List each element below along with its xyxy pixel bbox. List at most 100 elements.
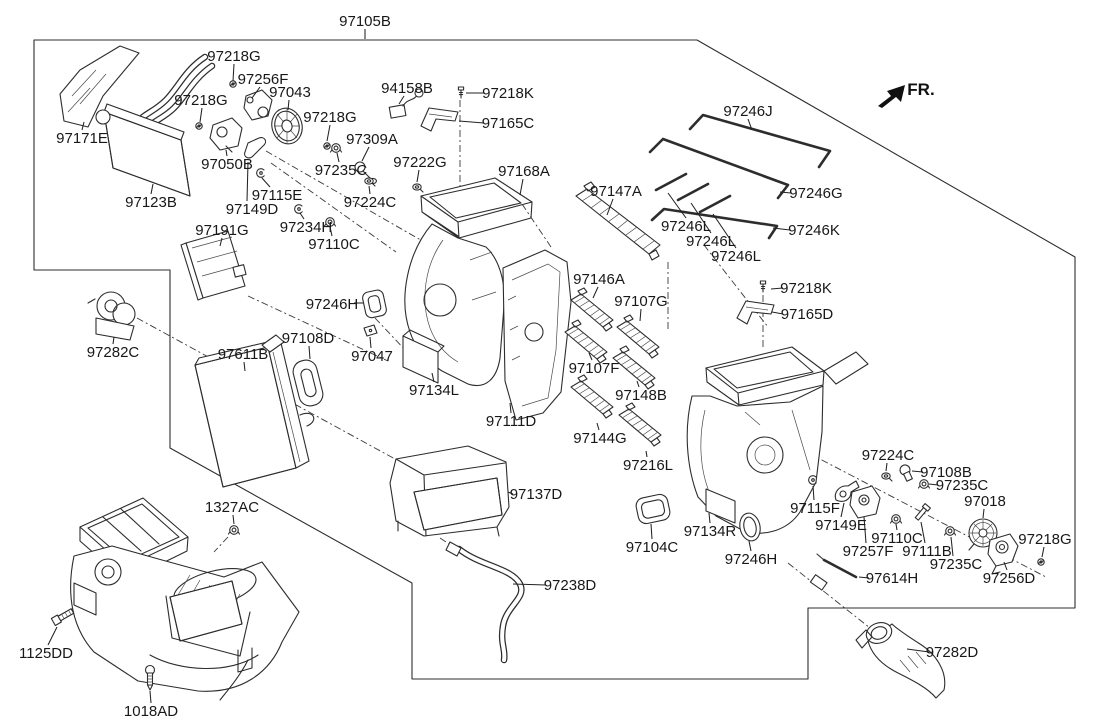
part-number-text[interactable]: 97047 — [351, 348, 393, 365]
part-number-text[interactable]: 97218K — [780, 280, 832, 297]
part-label-97123B[interactable]: 97123B — [125, 183, 177, 211]
part-number-text[interactable]: 97108D — [282, 330, 335, 347]
part-label-97246G[interactable]: 97246G — [779, 185, 843, 202]
part-label-97218G[interactable]: 97218G — [1018, 531, 1072, 558]
part-number-text[interactable]: 97224C — [344, 194, 397, 211]
part-number-text[interactable]: 1327AC — [205, 499, 259, 516]
part-number-text[interactable]: 97123B — [125, 194, 177, 211]
part-number-text[interactable]: 97111D — [486, 413, 536, 430]
part-number-text[interactable]: 97222G — [393, 154, 446, 171]
part-number-text[interactable]: 97234H — [280, 219, 333, 236]
part-label-97256D[interactable]: 97256D — [983, 561, 1036, 587]
part-label-97134L[interactable]: 97134L — [409, 372, 459, 399]
part-number-text[interactable]: 97282D — [926, 644, 979, 661]
part-number-text[interactable]: 97137D — [510, 486, 563, 503]
part-number-text[interactable]: 97111B — [902, 543, 952, 560]
part-number-text[interactable]: 97115E — [252, 187, 303, 204]
part-label-97050B[interactable]: 97050B — [201, 149, 253, 173]
part-label-97218K[interactable]: 97218K — [770, 280, 832, 297]
part-number-text[interactable]: 97246L — [686, 233, 736, 250]
part-number-text[interactable]: 97611B — [218, 346, 269, 363]
part-number-text[interactable]: 97218K — [482, 85, 534, 102]
part-number-text[interactable]: 97149D — [226, 201, 279, 218]
part-label-97246K[interactable]: 97246K — [772, 222, 840, 239]
part-label-97218G[interactable]: 97218G — [174, 92, 228, 123]
part-label-97282D[interactable]: 97282D — [906, 644, 979, 661]
part-label-97149D[interactable]: 97149D — [226, 161, 279, 218]
part-number-text[interactable]: 94158B — [381, 80, 433, 97]
part-label-97111B[interactable]: 97111B — [902, 521, 952, 560]
part-label-97246L[interactable]: 97246L — [661, 192, 711, 235]
part-number-text[interactable]: 97107G — [614, 293, 667, 310]
part-number-text[interactable]: 97235C — [315, 162, 368, 179]
part-number-text[interactable]: 97246H — [725, 551, 778, 568]
part-number-text[interactable]: 97149E — [815, 517, 867, 534]
part-number-text[interactable]: 97050B — [201, 156, 253, 173]
part-label-97224C[interactable]: 97224C — [862, 447, 915, 472]
part-number-text[interactable]: 97104C — [626, 539, 679, 556]
part-label-97246H[interactable]: 97246H — [725, 540, 778, 568]
part-label-97611B[interactable]: 97611B — [218, 346, 269, 372]
part-label-97614H[interactable]: 97614H — [858, 570, 919, 587]
part-label-97148B[interactable]: 97148B — [615, 380, 667, 404]
part-number-text[interactable]: 97614H — [866, 570, 919, 587]
part-label-97218G[interactable]: 97218G — [303, 109, 357, 142]
part-label-97107F[interactable]: 97107F — [569, 352, 620, 377]
part-label-97235C[interactable]: 97235C — [930, 536, 983, 573]
part-label-97018[interactable]: 97018 — [964, 493, 1006, 519]
part-number-text[interactable]: 97216L — [623, 457, 673, 474]
part-label-97234H[interactable]: 97234H — [280, 212, 333, 236]
part-label-97147A[interactable]: 97147A — [590, 183, 642, 216]
part-label-97137D[interactable]: 97137D — [507, 486, 563, 503]
part-label-1327AC[interactable]: 1327AC — [205, 499, 259, 525]
part-number-text[interactable]: 97146A — [573, 271, 625, 288]
part-number-text[interactable]: 97235C — [936, 477, 989, 494]
part-number-text[interactable]: 1125DD — [19, 645, 73, 662]
part-number-text[interactable]: 97134L — [409, 382, 459, 399]
part-label-97282C[interactable]: 97282C — [87, 336, 140, 361]
part-label-97110C[interactable]: 97110C — [871, 523, 923, 547]
part-label-97107G[interactable]: 97107G — [614, 293, 668, 322]
part-number-text[interactable]: 97256F — [238, 71, 289, 88]
part-number-text[interactable]: 97105B — [339, 13, 391, 30]
part-number-text[interactable]: 97235C — [930, 556, 983, 573]
part-label-97224C[interactable]: 97224C — [344, 185, 397, 211]
part-number-text[interactable]: 97144G — [573, 430, 626, 447]
part-label-97218G[interactable]: 97218G — [207, 48, 261, 82]
part-number-text[interactable]: 97246G — [789, 185, 842, 202]
part-number-text[interactable]: 97256D — [983, 570, 1036, 587]
part-label-97149E[interactable]: 97149E — [815, 502, 867, 534]
part-number-text[interactable]: 97218G — [174, 92, 227, 109]
part-label-97257F[interactable]: 97257F — [843, 516, 894, 560]
part-label-97111D[interactable]: 97111D — [486, 402, 536, 430]
part-label-97238D[interactable]: 97238D — [512, 577, 596, 594]
part-number-text[interactable]: 97043 — [269, 84, 311, 101]
part-label-97222G[interactable]: 97222G — [393, 154, 447, 183]
part-label-97108D[interactable]: 97108D — [282, 330, 335, 360]
part-label-1125DD[interactable]: 1125DD — [19, 626, 73, 662]
part-label-97047[interactable]: 97047 — [351, 336, 393, 365]
part-number-text[interactable]: 97165C — [482, 115, 535, 132]
part-number-text[interactable]: 97148B — [615, 387, 667, 404]
part-label-97134R[interactable]: 97134R — [684, 512, 737, 540]
part-label-97256F[interactable]: 97256F — [238, 71, 289, 99]
part-number-text[interactable]: 97224C — [862, 447, 915, 464]
part-label-97235C[interactable]: 97235C — [928, 477, 989, 494]
part-label-97115E[interactable]: 97115E — [252, 177, 303, 204]
part-label-97168A[interactable]: 97168A — [498, 163, 550, 196]
part-label-97165C[interactable]: 97165C — [458, 115, 535, 132]
part-number-text[interactable]: 97107F — [569, 360, 620, 377]
part-label-97309A[interactable]: 97309A — [346, 131, 398, 162]
part-number-text[interactable]: 97108B — [920, 464, 972, 481]
part-number-text[interactable]: 1018AD — [124, 703, 178, 720]
part-label-97246L[interactable]: 97246L — [686, 202, 736, 250]
part-label-1018AD[interactable]: 1018AD — [124, 690, 178, 720]
part-number-text[interactable]: 97282C — [87, 344, 140, 361]
part-label-97246H[interactable]: 97246H — [306, 296, 363, 313]
part-number-text[interactable]: 97134R — [684, 523, 737, 540]
part-number-text[interactable]: 97115F — [790, 500, 840, 517]
part-label-97246L[interactable]: 97246L — [711, 213, 761, 265]
part-number-text[interactable]: 97218G — [1018, 531, 1071, 548]
part-number-text[interactable]: 97218G — [303, 109, 356, 126]
part-label-97115F[interactable]: 97115F — [790, 485, 840, 517]
